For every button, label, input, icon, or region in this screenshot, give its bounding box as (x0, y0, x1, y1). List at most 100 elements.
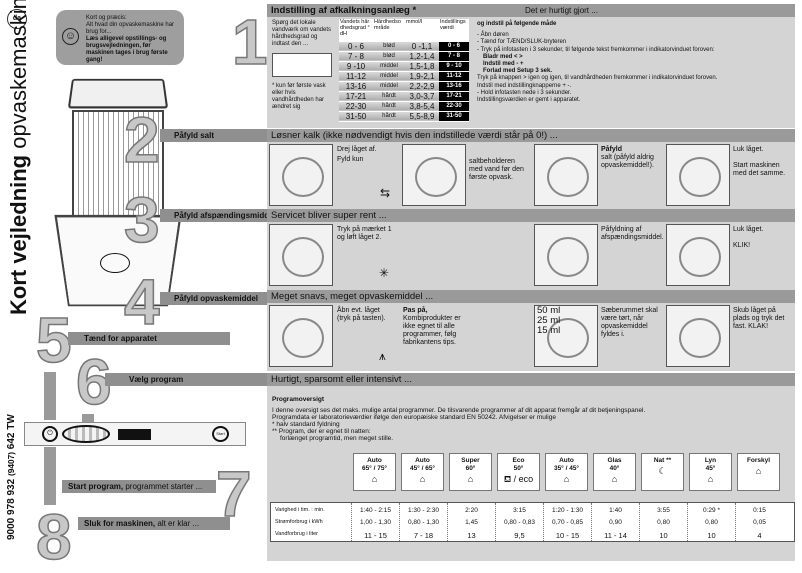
program-temp: 65° / 75° (361, 465, 388, 472)
hardness-cell: middel (373, 81, 405, 92)
close-rinse-aid-image (666, 224, 730, 286)
column-divider (495, 503, 496, 541)
hardness-cell: 1,9-2,1 (405, 71, 439, 82)
close-cap-image (666, 144, 730, 206)
energy-value: 0,05 (753, 519, 766, 526)
overview-note2: ** Program, der er egnet til natten: (272, 428, 371, 435)
program-symbol-icon: ⛾ / eco (503, 474, 534, 484)
ask-waterworks-text: Spørg det lokale vandværk om vandets hår… (272, 20, 332, 47)
hardness-cell: 1,2-1,4 (405, 51, 439, 62)
hardness-input-box[interactable] (272, 53, 332, 77)
program-temp: 50° (513, 465, 524, 472)
water-value: 10 (707, 531, 716, 540)
column-divider (351, 503, 352, 541)
fill-salt-image (534, 144, 598, 206)
fill-rinse-aid-image (534, 224, 598, 286)
program-buttons[interactable] (62, 425, 110, 443)
salt-step5-text: Luk låget.Start maskinen med det samme. (733, 146, 786, 177)
hardness-cell: blød (373, 51, 405, 62)
start-button[interactable]: Start (212, 426, 229, 442)
duration-value: 0:29 * (703, 507, 720, 514)
program-symbol-icon: ⌂ (611, 474, 618, 484)
energy-value: 0,80 - 1,30 (407, 519, 440, 526)
program-symbol-icon: ⌂ (371, 474, 378, 484)
title-normal: opvaskemaskine (6, 0, 31, 155)
open-detergent-image (269, 305, 333, 367)
program-name: Auto (559, 457, 574, 464)
program-symbol-icon: ⌂ (419, 474, 426, 484)
section2-header: Løsner kalk (ikke nødvendigt hvis den in… (267, 129, 795, 142)
label-start-program: Start program, programmet starter ... (62, 480, 216, 493)
section1-body: Spørg det lokale vandværk om vandets hår… (267, 17, 795, 128)
row-label: Varighed i tim. : min. (275, 507, 325, 513)
hardness-cell: 13-16 (439, 81, 469, 92)
program-temp: 45° (705, 465, 716, 472)
hardness-cell: 0 - 6 (439, 41, 469, 52)
program-symbol-icon: ⌂ (755, 466, 762, 476)
program-temp: 40° (609, 465, 620, 472)
program-temp: 45° / 65° (409, 465, 436, 472)
rinse-step3-text: Luk låget.KLIK! (733, 226, 764, 249)
hardness-cell: middel (373, 71, 405, 82)
open-rinse-aid-image (269, 224, 333, 286)
water-value: 4 (757, 531, 762, 540)
rinse-aid-icon: ✳ (379, 266, 390, 280)
title-bold: Kort vejledning (6, 154, 31, 315)
hardness-cell: middel (373, 61, 405, 72)
rinse-step2-text: Påfyldning af afspændingsmiddel. (601, 226, 664, 241)
column-divider (447, 503, 448, 541)
program-name: Nat ** (653, 457, 672, 464)
water-value: 7 - 18 (413, 531, 434, 540)
document-title: Kort vejledning opvaskemaskine (6, 0, 32, 315)
label-rinse-aid: Påfyld afspændingsmiddel (160, 209, 276, 222)
program-name: Auto (415, 457, 430, 464)
salt-cap-image (269, 144, 333, 206)
detergent-step3-text: Sæberummet skal være tørt, når opvaskemi… (601, 307, 658, 338)
energy-value: 0,80 - 0,83 (503, 519, 536, 526)
hardness-cell: hårdt (373, 111, 405, 122)
water-value: 9,5 (514, 531, 525, 540)
hardness-cell: hårdt (373, 91, 405, 102)
section1-header: Indstilling af afkalkningsanlæg *Det er … (267, 4, 795, 17)
step-number-5: 5 (35, 304, 72, 376)
program-symbol-icon: ⌂ (563, 474, 570, 484)
intro-box: ☺ Kort og præcis:Alt hvad din opvaskemas… (56, 10, 184, 65)
water-value: 11 - 14 (604, 531, 627, 540)
energy-value: 0,80 (657, 519, 670, 526)
salt-step1-text: Drej låget af. (337, 146, 377, 153)
duration-value: 1:30 - 2:30 (407, 507, 440, 514)
footnote: * kun før første vask eller hvis vandhår… (272, 83, 326, 110)
energy-value: 0,80 (705, 519, 718, 526)
hardness-cell: 5,5-8,9 (405, 111, 439, 122)
hardness-cell: 0 - 6 (339, 41, 373, 52)
table-header: Indstillingsværdi (439, 19, 469, 42)
dishwasher-illustration (54, 78, 182, 323)
program-name: Forskyl (746, 457, 771, 464)
water-value: 13 (467, 531, 476, 540)
hardness-cell: 3,8-5,4 (405, 101, 439, 112)
label-power-off: Sluk for maskinen, alt er klar ... (78, 517, 230, 530)
duration-value: 3:55 (657, 507, 670, 514)
power-button[interactable]: ⏻ (42, 426, 58, 442)
hardness-cell: 11-12 (339, 71, 373, 82)
row-label: Vandforbrug i liter (275, 531, 319, 537)
step-number-2: 2 (123, 104, 160, 176)
hardness-cell: 9 -10 (339, 61, 373, 72)
overview-title: Programoversigt (272, 396, 325, 403)
intro-line1: Kort og præcis: (86, 15, 127, 21)
program-symbol-icon: ☾ (658, 466, 667, 476)
hardness-cell: 17-21 (339, 91, 373, 102)
program-name: Eco (512, 457, 525, 464)
water-value: 11 - 15 (364, 531, 387, 540)
smiley-icon: ☺ (62, 28, 79, 45)
hardness-cell: 31-50 (339, 111, 373, 122)
